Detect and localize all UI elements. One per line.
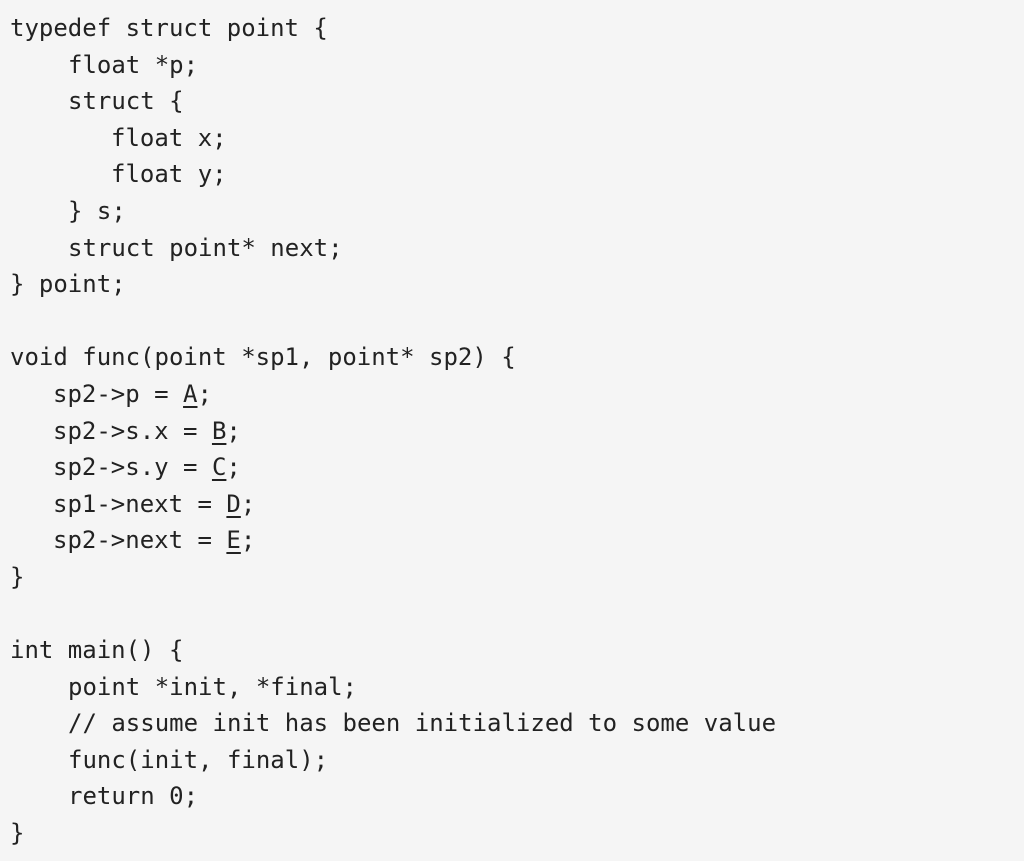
inner-field-x: float x; xyxy=(111,123,227,152)
main-comment-line: // assume init has been initialized to s… xyxy=(68,709,777,738)
assignment-end: ; xyxy=(240,526,256,555)
main-call-line: func(init, final); xyxy=(68,745,329,774)
assignment-lhs: sp2->s.y = xyxy=(53,453,212,482)
main-decl-line: point *init, *final; xyxy=(68,672,357,701)
blank-d: D xyxy=(226,489,241,518)
assignment-line-c: sp2->s.y = C; xyxy=(0,449,1024,486)
struct-close-line: } point; xyxy=(10,270,126,299)
inner-struct-close-line: } s; xyxy=(68,196,126,225)
main-return-line: return 0; xyxy=(68,782,199,811)
main-close-line: } xyxy=(10,819,25,848)
func-close-line: } xyxy=(10,562,25,591)
assignment-end: ; xyxy=(197,379,212,408)
assignment-line-a: sp2->p = A; xyxy=(0,376,1024,413)
assignment-line-b: sp2->s.x = B; xyxy=(0,413,1024,450)
main-signature-line: int main() { xyxy=(10,636,184,665)
inner-field-y: float y; xyxy=(111,160,227,189)
assignment-end: ; xyxy=(240,489,256,518)
blank-b: B xyxy=(211,416,227,445)
blank-c: C xyxy=(211,453,227,482)
blank-a: A xyxy=(183,379,198,408)
struct-field-next: struct point* next; xyxy=(68,233,343,262)
assignment-lhs: sp2->s.x = xyxy=(53,416,212,445)
assignment-lhs: sp2->p = xyxy=(53,379,184,408)
assignment-line-d: sp1->next = D; xyxy=(0,486,1024,523)
blank-line xyxy=(0,303,1024,340)
blank-e: E xyxy=(226,526,241,555)
assignment-end: ; xyxy=(226,453,241,482)
assignment-end: ; xyxy=(226,416,241,445)
assignment-line-e: sp2->next = E; xyxy=(0,522,1024,559)
blank-line xyxy=(0,596,1024,633)
func-signature-line: void func(point *sp1, point* sp2) { xyxy=(10,343,516,372)
struct-open-line: typedef struct point { xyxy=(10,14,328,42)
assignment-lhs: sp1->next = xyxy=(53,489,227,518)
inner-struct-open-line: struct { xyxy=(68,87,184,116)
struct-field-p: float *p; xyxy=(68,50,199,79)
assignment-lhs: sp2->next = xyxy=(53,526,227,555)
